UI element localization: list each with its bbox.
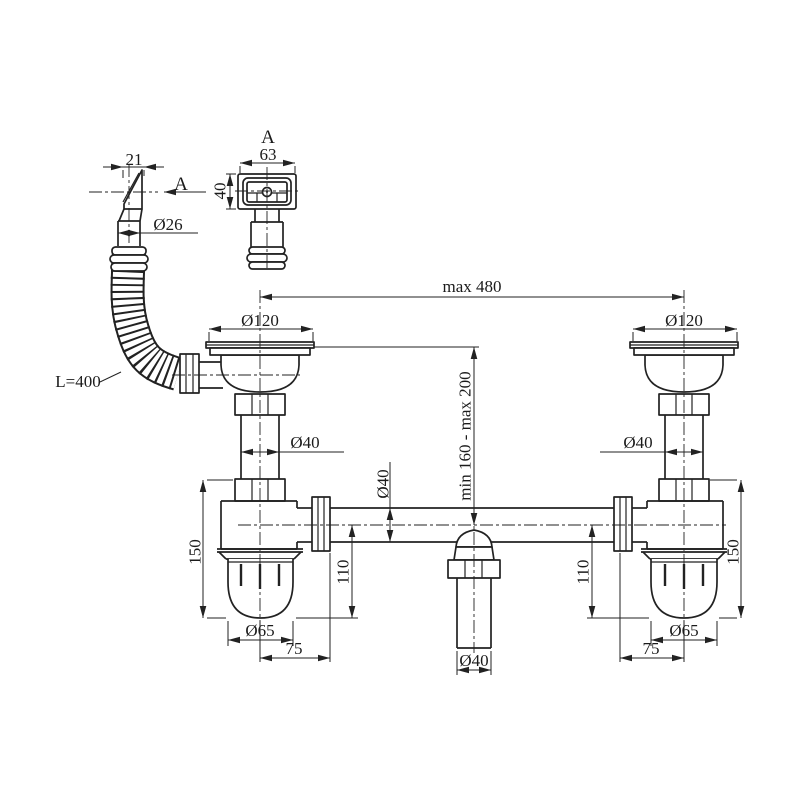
dim-left-pipe-dia: Ø40: [241, 433, 344, 456]
elbow-width-label: 21: [126, 150, 143, 169]
right-flange-dia-label: Ø120: [665, 311, 703, 330]
section-arrow-label: A: [174, 174, 188, 195]
view-a-title: A: [261, 127, 275, 148]
max-span-label: max 480: [442, 277, 501, 296]
hose-union-nut: [179, 353, 200, 394]
dim-elbow-tail-dia: Ø26: [118, 215, 198, 237]
left-strainer-assembly: [179, 341, 315, 502]
right-pipe-dia-label: Ø40: [623, 433, 652, 452]
horizontal-pipe-dia-label: Ø40: [374, 469, 393, 498]
dim-max-span: max 480: [260, 277, 684, 301]
dim-cover-width: 63: [239, 145, 296, 173]
overflow-elbow-side-view: [109, 169, 149, 272]
left-trap-depth-label: 110: [334, 560, 353, 585]
dim-horizontal-pipe-dia: Ø40: [374, 462, 394, 542]
dim-left-flange-dia: Ø120: [208, 311, 314, 341]
dim-left-trap-height: 150: [186, 479, 233, 619]
dim-elbow-width: 21: [103, 150, 164, 178]
dim-right-pipe-dia: Ø40: [600, 433, 703, 456]
left-flange-dia-label: Ø120: [241, 311, 279, 330]
dim-height-range: min 160 - max 200: [314, 346, 479, 525]
dim-right-trap-offset: 75: [619, 553, 685, 662]
view-a-title-group: A: [261, 127, 275, 148]
right-trap-depth-label: 110: [574, 560, 593, 585]
cover-height-label: 40: [211, 183, 230, 200]
outlet-dia-label: Ø40: [459, 651, 488, 670]
hose-length-label-group: L=400: [55, 371, 122, 391]
dim-right-trap-depth: 110: [574, 525, 649, 619]
left-outlet-nut: [311, 496, 331, 552]
hose-length-label: L=400: [55, 372, 100, 391]
left-trap-height-label: 150: [186, 539, 205, 565]
right-trap-height-label: 150: [724, 539, 743, 565]
left-pipe-dia-label: Ø40: [290, 433, 319, 452]
dim-cover-height: 40: [211, 173, 236, 210]
right-bottle-trap: [613, 496, 727, 619]
corrugated-hose: [110, 249, 184, 391]
left-trap-offset-label: 75: [286, 639, 303, 658]
right-outlet-nut: [613, 496, 633, 552]
centerlines: [89, 164, 726, 653]
dim-outlet-dia: Ø40: [456, 651, 492, 675]
dim-right-trap-height: 150: [710, 479, 745, 619]
dim-right-flange-dia: Ø120: [632, 311, 738, 341]
overflow-cover-view-a: [237, 173, 297, 270]
elbow-tail-dia-label: Ø26: [153, 215, 182, 234]
left-bottle-trap: [217, 496, 331, 619]
right-trap-offset-label: 75: [643, 639, 660, 658]
dim-left-trap-offset: 75: [259, 553, 331, 662]
cover-width-label: 63: [260, 145, 277, 164]
center-outlet: [447, 529, 501, 649]
section-cut-arrow: A: [164, 174, 206, 196]
height-range-label: min 160 - max 200: [456, 371, 475, 500]
dim-left-trap-depth: 110: [296, 525, 358, 619]
